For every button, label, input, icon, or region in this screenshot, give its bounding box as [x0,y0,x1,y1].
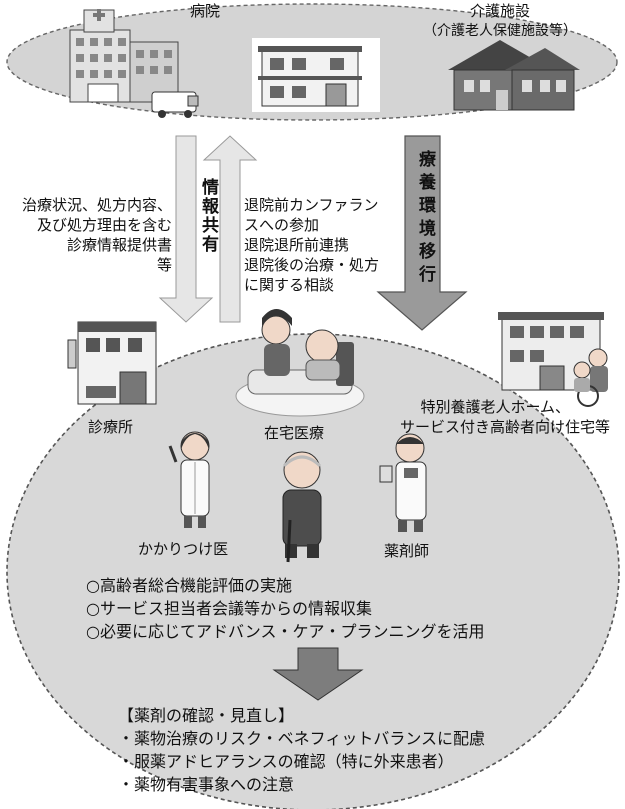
pharmacist-label: 薬剤師 [384,542,430,560]
medication-review-item: ・服薬アドヒアランスの確認（特に外来患者） [118,752,454,771]
family-doctor-illustration [168,431,210,528]
medication-review: 【薬剤の確認・見直し】 ・薬物治療のリスク・ベネフィットバランスに配慮 ・服薬ア… [118,704,485,796]
nursing-home-illustration [498,312,608,407]
care-facility-sublabel: （介護老人保健施設等） [423,23,577,39]
hospital-illustration [69,9,199,118]
clinic-label: 診療所 [88,418,134,436]
info-down-arrow [158,135,214,323]
referral-line-3: 診療情報提供書 [66,236,172,254]
conference-line-2: スへの参加 [244,216,320,234]
referral-document-text: 治療状況、処方内容、 及び処方理由を含む 診療情報提供書 等 [2,195,172,275]
transition-arrow [376,135,468,331]
conference-line-5: に関する相談 [244,276,335,294]
action-item: ○サービス担当者会議等からの情報収集 [86,599,372,618]
pharmacist-illustration [379,433,427,532]
medication-review-title: 【薬剤の確認・見直し】 [118,706,295,725]
referral-line-2: 及び処方理由を含む [36,216,172,234]
family-doctor-label: かかりつけ医 [138,540,229,558]
care-facility-label: 介護施設 [469,2,530,20]
elderly-person-illustration [282,451,322,563]
community-ellipse [6,333,620,809]
home-care-label: 在宅医療 [264,424,325,442]
conference-line-4: 退院後の治療・処方 [244,256,380,274]
review-arrow [272,647,364,701]
transition-label: 療養環境移行 [415,150,435,288]
care-facility-building-illustration [252,38,380,112]
nursing-home-label: 特別養護老人ホーム、 [420,398,570,416]
home-care-illustration [235,309,365,417]
action-list: ○高齢者総合機能評価の実施 ○サービス担当者会議等からの情報収集 ○必要に応じて… [86,574,484,643]
action-item: ○必要に応じてアドバンス・ケア・プランニングを活用 [86,622,485,641]
conference-line-1: 退院前カンファラン [244,196,379,214]
conference-text: 退院前カンファラン スへの参加 退院退所前連携 退院後の治療・処方 に関する相談 [244,195,379,295]
medication-review-item: ・薬物有害事象への注意 [118,775,295,794]
action-item: ○高齢者総合機能評価の実施 [86,576,292,595]
info-share-label: 情報共有 [198,178,218,254]
conference-line-3: 退院退所前連携 [244,236,350,254]
info-up-arrow [202,135,258,323]
referral-line-4: 等 [156,256,172,274]
referral-line-1: 治療状況、処方内容、 [21,196,172,214]
clinic-illustration [67,321,157,405]
nursing-facility-house-illustration [448,40,580,111]
nursing-home-sublabel: サービス付き高齢者向け住宅等 [399,418,610,436]
medication-review-item: ・薬物治療のリスク・ベネフィットバランスに配慮 [118,729,486,748]
hospital-label: 病院 [190,2,221,20]
